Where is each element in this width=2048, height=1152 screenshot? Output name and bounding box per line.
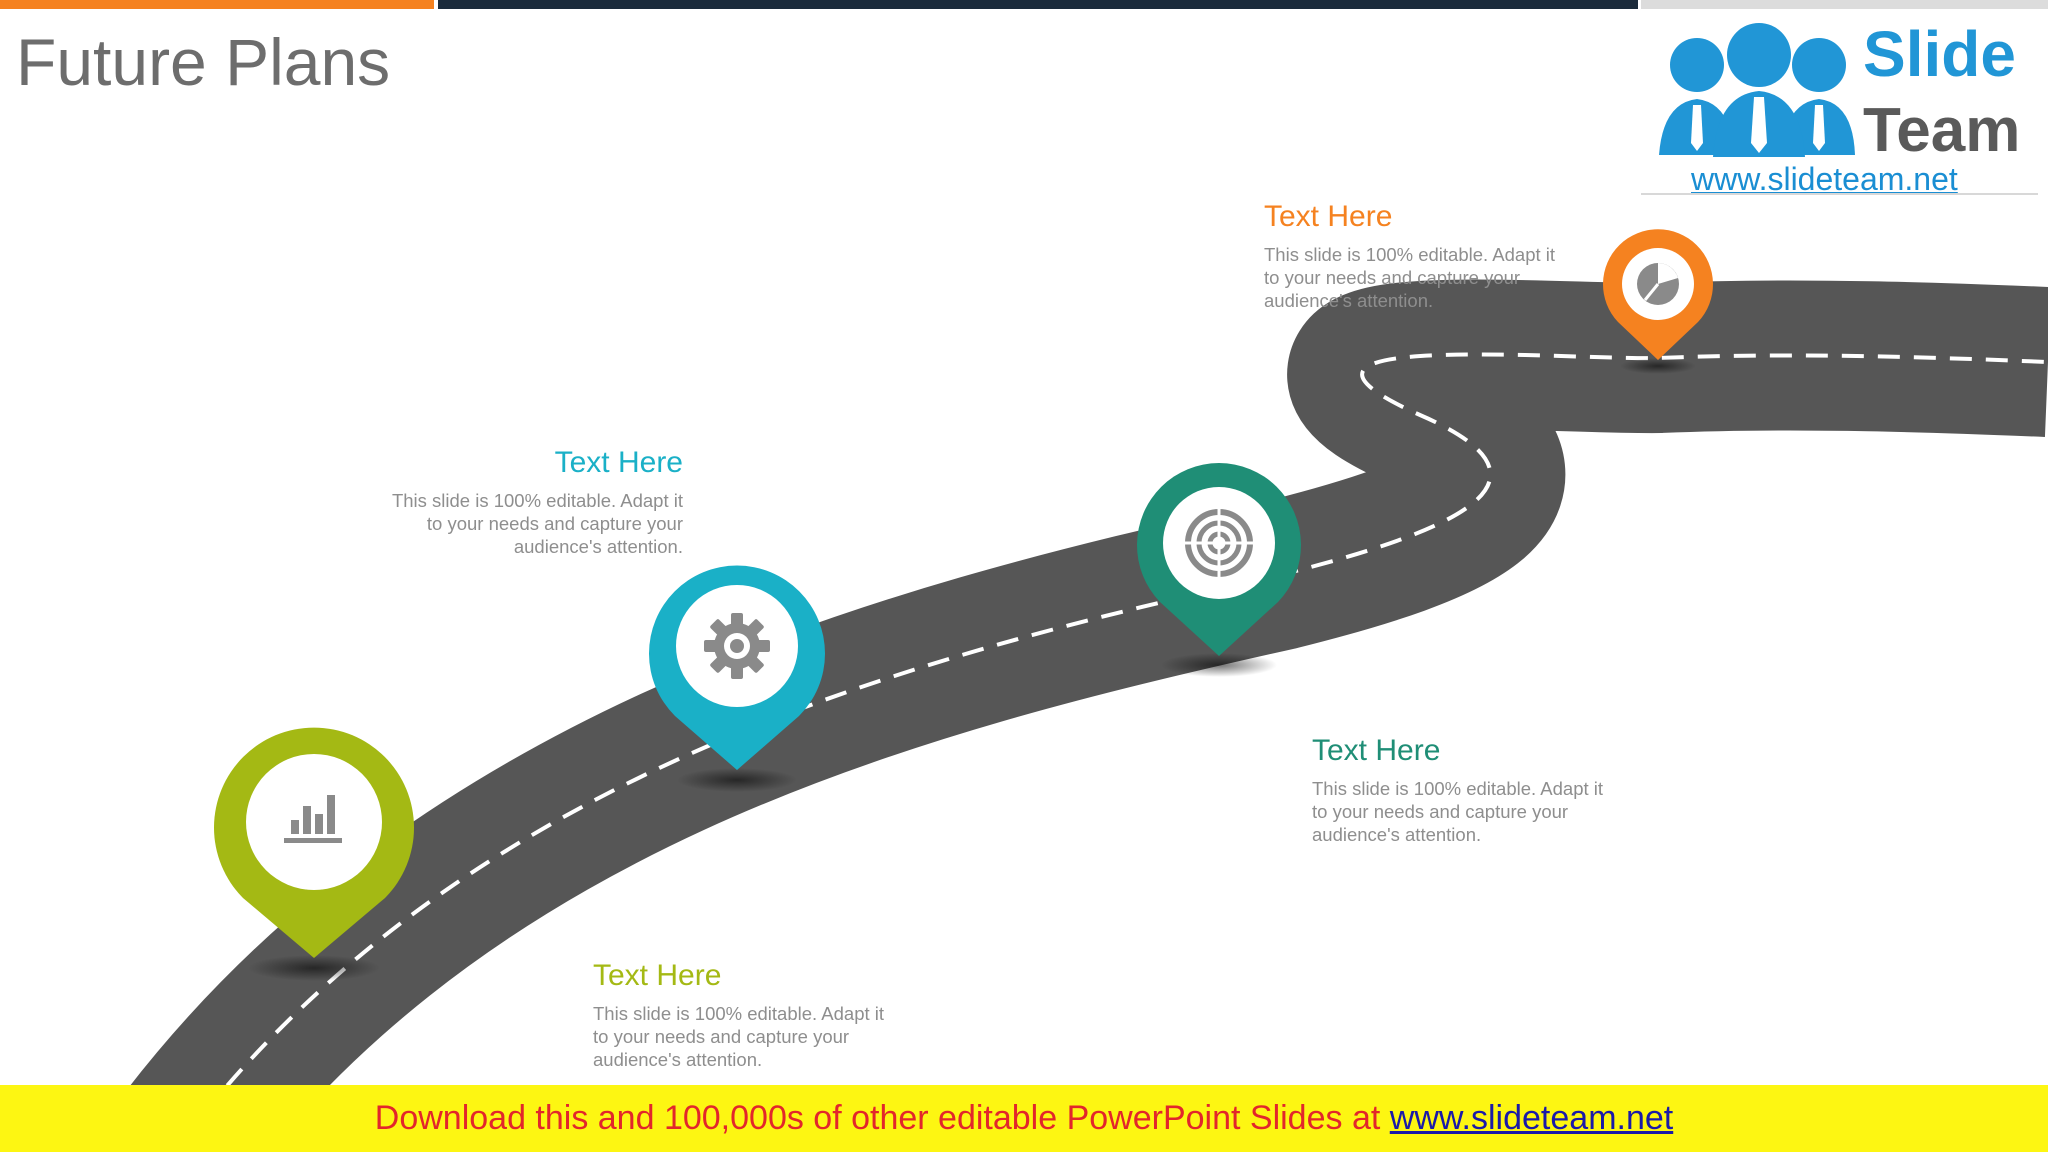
target-icon xyxy=(1184,508,1254,578)
bar-chart-icon xyxy=(284,795,342,843)
pin-blue xyxy=(649,565,825,792)
banner-text: Download this and 100,000s of other edit… xyxy=(374,1099,1390,1137)
slideteam-logo[interactable]: Slide Team www.slideteam.net xyxy=(1641,9,2048,197)
milestone-4-heading: Text Here xyxy=(1264,200,1393,233)
milestone-2-heading: Text Here xyxy=(554,446,683,479)
pie-chart-icon xyxy=(1637,263,1679,305)
milestone-3-body: This slide is 100% editable. Adapt it to… xyxy=(1312,778,1604,845)
logo-brand-slide: Slide xyxy=(1863,18,2016,90)
milestone-2-text: Text Here This slide is 100% editable. A… xyxy=(300,445,683,558)
logo-brand-team: Team xyxy=(1863,96,2021,165)
road xyxy=(81,279,2048,1152)
milestone-4-body: This slide is 100% editable. Adapt it to… xyxy=(1264,244,1556,311)
milestone-3-text: Text Here This slide is 100% editable. A… xyxy=(1312,733,1603,846)
people-logo-icon xyxy=(1659,23,1855,157)
page-title: Future Plans xyxy=(16,25,391,99)
milestone-1-heading: Text Here xyxy=(593,959,722,992)
pin-green xyxy=(214,727,414,981)
road-center-line xyxy=(171,352,2048,1152)
milestone-1-body: This slide is 100% editable. Adapt it to… xyxy=(593,1003,885,1070)
logo-url-link[interactable]: www.slideteam.net xyxy=(1691,161,1958,197)
top-accent-bar-navy xyxy=(438,0,1638,9)
banner-link[interactable]: www.slideteam.net xyxy=(1389,1099,1674,1137)
gear-icon xyxy=(704,613,770,679)
milestone-3-heading: Text Here xyxy=(1312,734,1441,767)
top-accent-bar-grey xyxy=(1641,0,2048,9)
top-accent-bar-orange xyxy=(0,0,434,9)
pin-orange xyxy=(1602,229,1714,374)
logo-divider xyxy=(1641,193,2038,195)
milestone-1-text: Text Here This slide is 100% editable. A… xyxy=(593,958,884,1071)
milestone-4-text: Text Here This slide is 100% editable. A… xyxy=(1264,199,1555,312)
milestone-2-body: This slide is 100% editable. Adapt it to… xyxy=(391,490,683,557)
download-banner: Download this and 100,000s of other edit… xyxy=(0,1085,2048,1152)
pin-teal xyxy=(1136,463,1302,677)
